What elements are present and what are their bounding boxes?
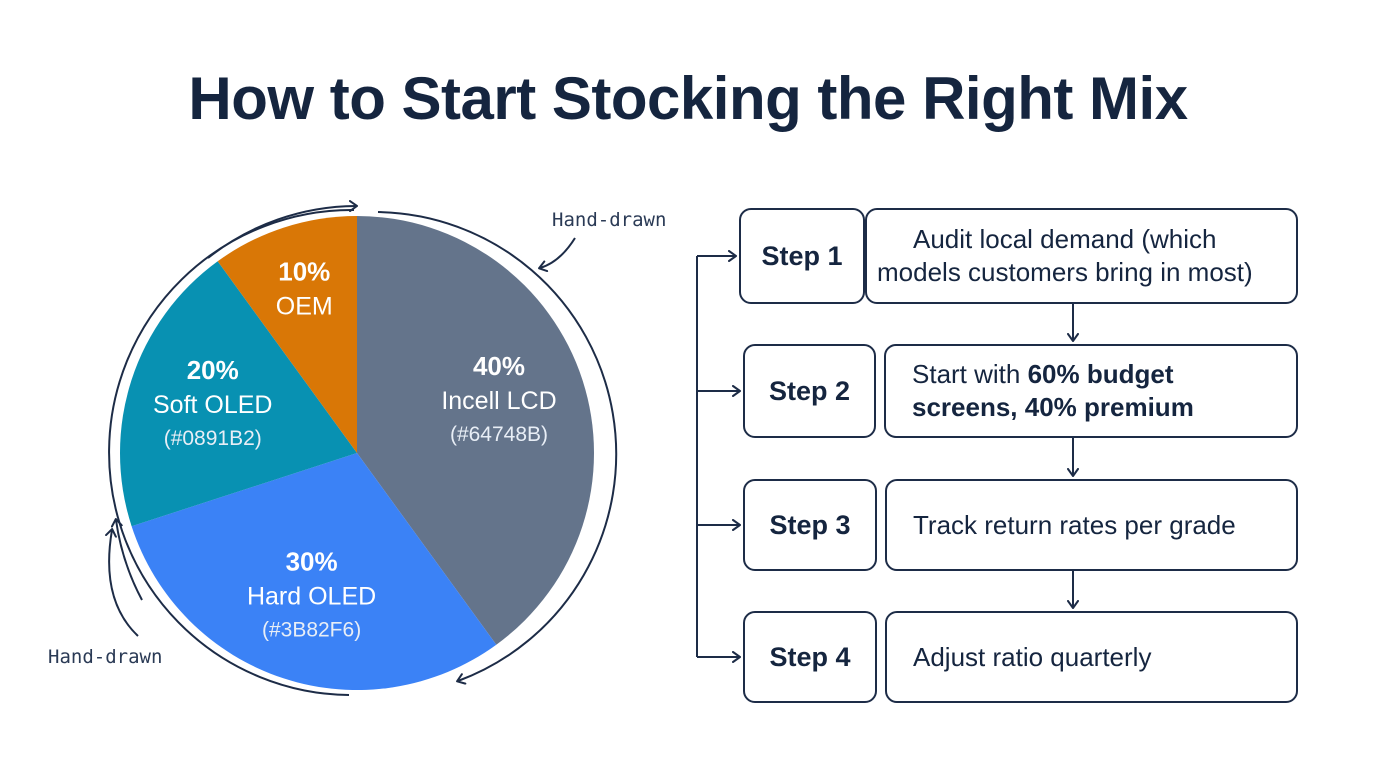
outer-arc-top-right [377, 211, 618, 685]
pie-label-name-soft-oled: Soft OLED [153, 391, 273, 419]
pie-label-hex-soft-oled: (#0891B2) [164, 427, 262, 450]
pie-label-percent-incell-lcd: 40% [473, 351, 525, 381]
step-4-label: Step 4 [769, 641, 851, 672]
pie-slice-soft-oled [120, 261, 358, 527]
pie-label-hex-hard-oled: (#3B82F6) [262, 619, 361, 642]
step-2-line-2-bold: screens, 40% premium [912, 392, 1194, 422]
step-3-description-box: Track return rates per grade [885, 479, 1298, 571]
step-1-label: Step 1 [761, 240, 843, 271]
step-3-label-box: Step 3 [743, 479, 877, 571]
step-1-line-2: models customers bring in most) [877, 257, 1253, 287]
annotation-arrow-top [538, 237, 576, 273]
step-1-label-box: Step 1 [739, 208, 865, 304]
outer-arc-lower-left [110, 518, 143, 601]
step-2-line-1-pre: Start with [912, 359, 1028, 389]
annotation-arrow-bottom [105, 528, 139, 637]
annotation-bottom: Hand-drawn [48, 646, 162, 668]
pie-slice-incell-lcd [357, 216, 594, 645]
step-4-label-box: Step 4 [743, 611, 877, 703]
outer-arc-top-left [207, 200, 358, 259]
step-1-line-1: Audit local demand (which [913, 224, 1217, 254]
step-1-description-box: Audit local demand (which models custome… [865, 208, 1298, 304]
pie-label-name-oem: OEM [276, 293, 333, 321]
step-3-line-1: Track return rates per grade [913, 509, 1236, 540]
pie-chart: 40% Incell LCD (#64748B) 30% Hard OLED (#3B82… [48, 200, 666, 696]
pie-label-name-hard-oled: Hard OLED [247, 583, 376, 611]
step-2-line-2: screens, 40% premium [912, 391, 1194, 424]
step-4-description-box: Adjust ratio quarterly [885, 611, 1298, 703]
step-2-line-1-bold: 60% budget [1027, 359, 1174, 389]
step-2-label-box: Step 2 [743, 344, 876, 438]
pie-label-hex-incell-lcd: (#64748B) [450, 423, 548, 446]
step-2-line-1: Start with 60% budget [912, 358, 1194, 391]
pie-label-name-incell-lcd: Incell LCD [441, 387, 556, 415]
pie-label-percent-soft-oled: 20% [187, 355, 239, 385]
pie-label-percent-oem: 10% [278, 257, 330, 287]
page-title: How to Start Stocking the Right Mix [188, 65, 1188, 132]
step-4-line-1: Adjust ratio quarterly [913, 641, 1152, 672]
step-3-label: Step 3 [769, 509, 851, 540]
pie-slice-oem [217, 216, 357, 453]
pie-label-percent-hard-oled: 30% [286, 547, 338, 577]
step-2-label: Step 2 [768, 375, 851, 406]
pie-slice-hard-oled [131, 453, 497, 690]
annotation-top: Hand-drawn [552, 209, 666, 231]
step-2-description-box: Start with 60% budget screens, 40% premi… [884, 344, 1298, 438]
